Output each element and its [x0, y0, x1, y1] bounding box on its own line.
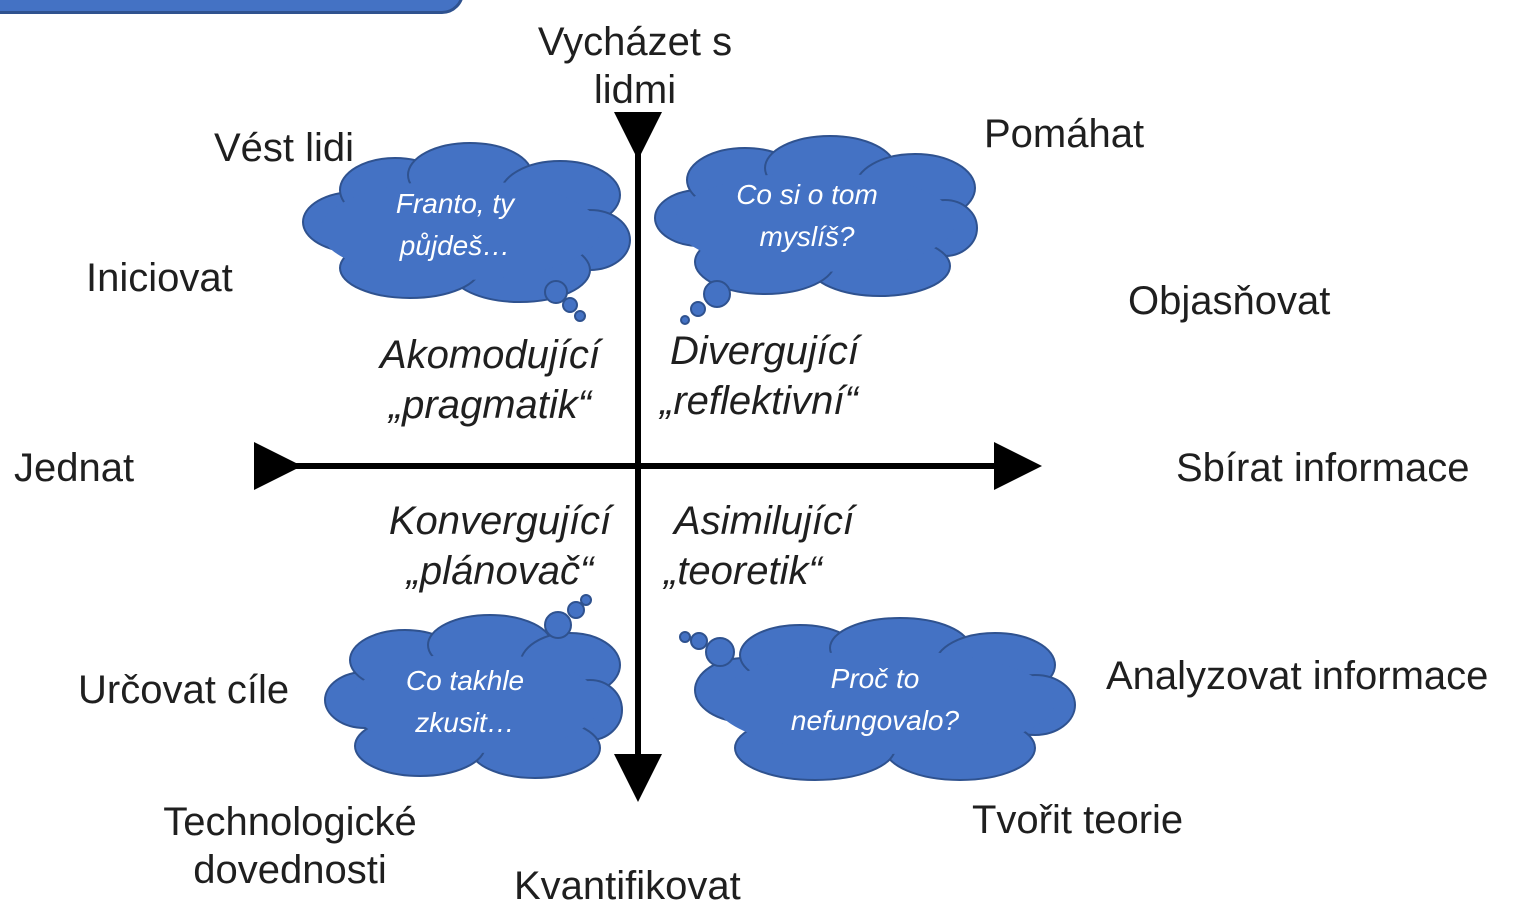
label-technologicke-line2: dovednosti: [193, 848, 387, 892]
label-iniciovat: Iniciovat: [86, 256, 233, 300]
label-objasnovat: Objasňovat: [1128, 279, 1331, 323]
quadrant-top-right-name: Divergující: [670, 329, 859, 373]
cloud-bottom-left-text: Co takhle zkusit…: [380, 660, 550, 744]
quadrant-top-right-alias: „reflektivní“: [660, 379, 858, 423]
cloud-bottom-left: [324, 594, 623, 779]
axis-top-label: Vycházet s lidmi: [500, 18, 770, 114]
quadrant-top-left-alias: „pragmatik“: [388, 383, 592, 427]
quadrant-bottom-left: Konvergující „plánovač“: [350, 496, 650, 596]
cloud-top-right-line1: Co si o tom: [736, 179, 878, 210]
cloud-bottom-right-line2: nefungovalo?: [790, 705, 960, 736]
quadrant-bottom-left-name: Konvergující: [388, 499, 612, 543]
quadrant-bottom-right-name: Asimilující: [674, 499, 855, 543]
cloud-top-left-line1: Franto, ty: [395, 188, 515, 219]
label-analyzovat: Analyzovat informace: [1106, 654, 1489, 698]
quadrant-top-right: Divergující „reflektivní“: [660, 326, 920, 426]
axis-top-line2: lidmi: [593, 68, 677, 112]
axis-top-line1: Vycházet s: [537, 20, 733, 64]
label-technologicke: Technologické dovednosti: [140, 798, 440, 894]
cloud-bottom-left-line2: zkusit…: [415, 707, 515, 738]
quadrant-bottom-left-alias: „plánovač“: [406, 549, 594, 593]
label-urcovat-cile: Určovat cíle: [78, 668, 290, 712]
cloud-top-right-text: Co si o tom myslíš?: [722, 174, 892, 258]
cloud-bottom-left-line1: Co takhle: [405, 665, 525, 696]
cloud-top-left-text: Franto, ty půjdeš…: [370, 183, 540, 267]
quadrant-top-left-name: Akomodující: [379, 333, 601, 377]
axis-bottom-label: Kvantifikovat: [514, 864, 741, 906]
cloud-top-left: [302, 142, 631, 322]
label-tvorit-teorie: Tvořit teorie: [972, 798, 1184, 842]
label-pomahat: Pomáhat: [984, 112, 1145, 156]
cloud-top-right: [654, 135, 978, 325]
quadrant-bottom-right-alias: „teoretik“: [664, 549, 822, 593]
cloud-top-left-line2: půjdeš…: [399, 230, 511, 261]
cloud-top-right-line2: myslíš?: [759, 221, 855, 252]
label-vest-lidi: Vést lidi: [214, 126, 355, 170]
cloud-bottom-right-line1: Proč to: [830, 663, 920, 694]
cloud-bottom-right: [679, 617, 1076, 781]
quadrant-top-left: Akomodující „pragmatik“: [340, 330, 640, 430]
label-technologicke-line1: Technologické: [163, 800, 417, 844]
cloud-bottom-right-text: Proč to nefungovalo?: [770, 658, 980, 742]
axis-right-label: Sbírat informace: [1176, 446, 1470, 490]
quadrant-bottom-right: Asimilující „teoretik“: [664, 496, 894, 596]
axis-left-label: Jednat: [14, 446, 135, 490]
